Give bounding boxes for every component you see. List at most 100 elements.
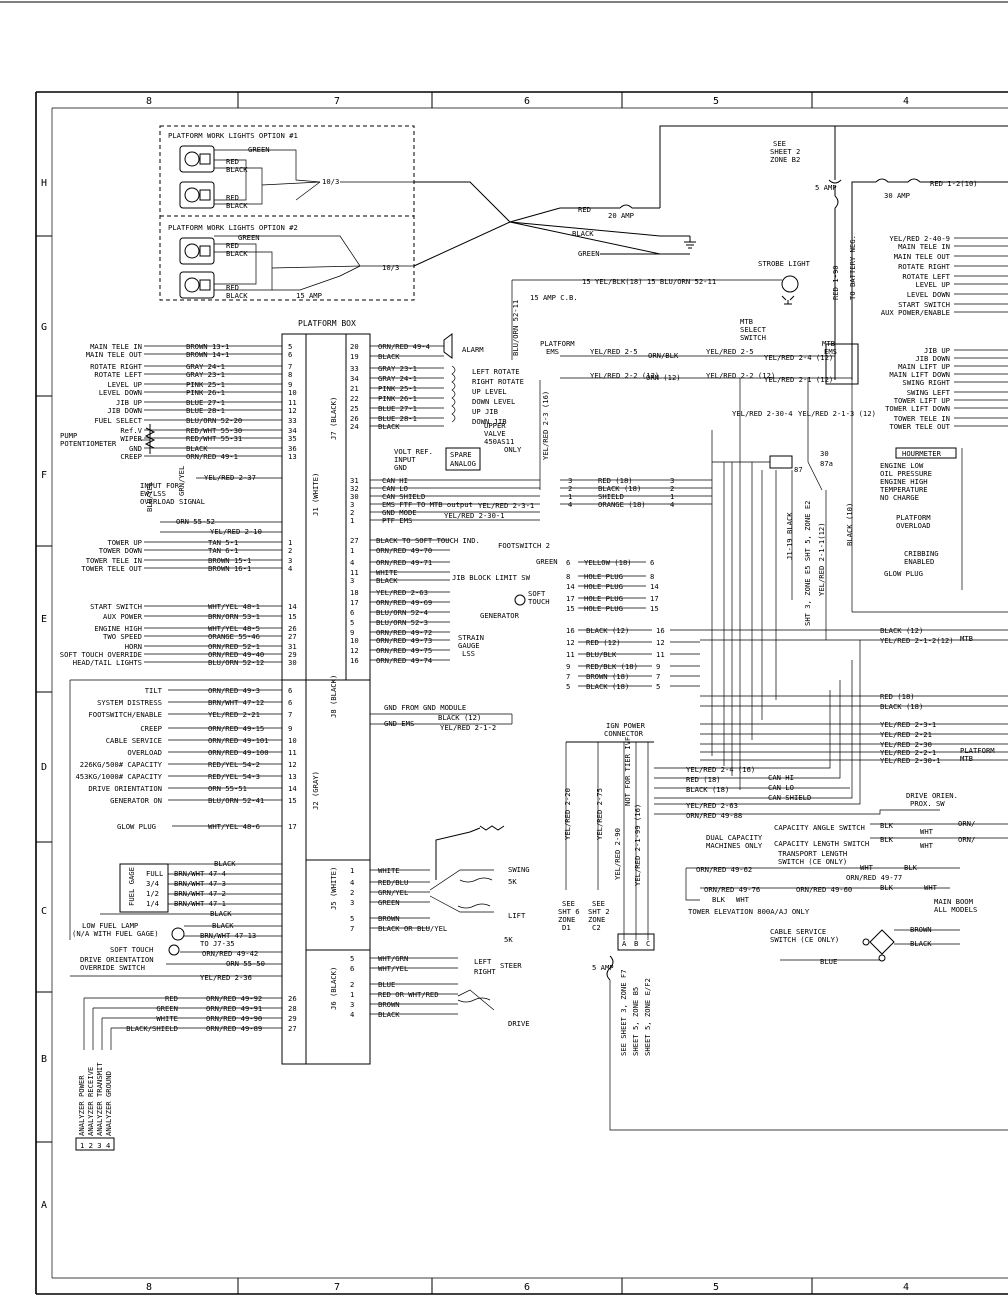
j6-pin: 3: [350, 1000, 354, 1009]
cap-orn-1: ORN/: [958, 819, 975, 828]
work-lights-section: PLATFORM WORK LIGHTS OPTION #1 PLATFORM …: [159, 125, 415, 301]
j1b-fn-label: TOWER DOWN: [99, 546, 142, 555]
j2-fn-label: FOOTSWITCH/ENABLE: [88, 710, 162, 719]
can-signal-label: PTF EMS: [382, 516, 412, 525]
j2-fn-label: CREEP: [140, 724, 162, 733]
j7-wire-label: BLUE 27-1: [378, 404, 417, 413]
j1b-fn-label: SOFT TOUCH OVERRIDE: [60, 650, 142, 659]
j1b-wire-label: BLU/ORN 52-12: [208, 658, 264, 667]
soft-touch-wire: ORN/RED 49-42: [202, 949, 258, 958]
plug-pin-2: 15: [650, 604, 659, 613]
ign-c: C: [646, 939, 650, 948]
bottom-right-wire: YEL/RED 2-30: [880, 740, 932, 749]
j5-pin: 2: [350, 888, 354, 897]
ign-section: IGN POWER CONNECTOR YEL/RED 2-20 YEL/RED…: [558, 640, 1008, 1131]
zone-col-7: 7: [334, 96, 340, 107]
j7-pin-label: 22: [350, 394, 359, 403]
j2-label: J2 (GRAY): [311, 771, 320, 810]
plug-wire: HOLE PLUG: [584, 604, 623, 613]
hm-item-1: ENGINE LOW: [880, 461, 924, 470]
j2-pin-label: 9: [288, 724, 292, 733]
green-label: GREEN: [536, 557, 558, 566]
right-output-label: AUX POWER/ENABLE: [881, 308, 950, 317]
analyzer-pin: 29: [288, 1014, 297, 1023]
j1b-wire-label: WHT/YEL 48-1: [208, 602, 260, 611]
j1-wire-label: BLACK: [186, 444, 208, 453]
main-boom-2: ALL MODELS: [934, 905, 977, 914]
j6-wire: RED OR WHT/RED: [378, 990, 439, 999]
j1b-wire-label: ORANGE 55-46: [208, 632, 260, 641]
j1-pin-label: 36: [288, 444, 297, 453]
cap-orn-2: ORN/: [958, 835, 975, 844]
fuel-14: 1/4: [146, 899, 159, 908]
zone-col-5: 5: [713, 96, 719, 107]
j1b-fn-label: HORN: [125, 642, 142, 651]
fuel-w5: BLACK: [210, 909, 232, 918]
j2-fn-label: OVERLOAD: [127, 748, 162, 757]
cap-transport-2: SWITCH (CE ONLY): [778, 857, 847, 866]
ign-see6-3: ZONE: [558, 915, 575, 924]
j1b-pin-label: 31: [288, 642, 297, 651]
relay-30: 30: [820, 449, 829, 458]
right-output-label: MAIN LIFT UP: [898, 362, 950, 371]
j1-wire-label: BLUE 28-1: [186, 406, 225, 415]
j7-wire-label: ORN/RED 49-4: [378, 342, 430, 351]
j1-pin-label: 8: [288, 370, 292, 379]
j7-wire-label: BLUE 28-1: [378, 414, 417, 423]
main-boom-1: MAIN BOOM: [934, 897, 974, 906]
j1-label: J1 (WHITE): [311, 473, 320, 516]
footswitch-2: FOOTSWITCH 2: [498, 541, 550, 550]
j1-wire-label: BROWN 13-1: [186, 342, 229, 351]
j1-pin-label: 33: [288, 416, 297, 425]
plug-pin-2: 14: [650, 582, 659, 591]
lower-j7-wire: WHITE: [376, 568, 398, 577]
can-right-wire: ORANGE (18): [598, 500, 646, 509]
right-output-label: MAIN TELE OUT: [894, 252, 951, 261]
j2-wire-label: RED/YEL 54-2: [208, 760, 260, 769]
j1-wire-label: GRAY 23-1: [186, 370, 225, 379]
j1-wire-label: BROWN 14-1: [186, 350, 229, 359]
strobe-light-icon: [781, 275, 799, 293]
j1-pin-label: 13: [288, 452, 297, 461]
lower-j7-pin: 9: [350, 628, 354, 637]
joy-swing-k: 5K: [508, 877, 517, 886]
j1-wire-label: ORN/RED 49-1: [186, 452, 238, 461]
cap-wht-5: WHT: [736, 895, 750, 904]
wl-black-3: BLACK: [226, 249, 248, 258]
top-feed: RED 20 AMP BLACK GREEN SEE SHEET 2 ZONE …: [413, 125, 1008, 380]
can-pin-label: 31: [350, 476, 359, 485]
feed-5amp: 5 AMP: [815, 183, 837, 192]
j1-pin-label: 12: [288, 406, 297, 415]
plug-pin: 6: [566, 558, 570, 567]
cap-angle: CAPACITY ANGLE SWITCH: [774, 823, 865, 832]
plug-wire: HOLE PLUG: [584, 572, 623, 581]
ign-w5: ORN/RED 49-88: [686, 811, 742, 820]
grn-yel: GRN/YEL: [177, 466, 186, 496]
alarm-horn-icon: [443, 333, 453, 359]
cap-black: BLACK: [910, 939, 932, 948]
analyzer-wire: WHITE: [156, 1014, 178, 1023]
j8-yel-red: YEL/RED 2-1-2: [440, 723, 496, 732]
bottom-right-wire: YEL/RED 2-30-1: [880, 756, 941, 765]
j1-pin-label: 10: [288, 388, 297, 397]
zone-row-f: F: [41, 470, 47, 481]
j5-label: J5 (WHITE): [329, 867, 338, 910]
wl-black-1: BLACK: [226, 165, 248, 174]
j1b-pin-label: 15: [288, 612, 297, 621]
lower-j7-pin: 18: [350, 588, 359, 597]
relay-87: 87: [794, 465, 803, 474]
hourmeter-section: HOURMETER ENGINE LOW OIL PRESSURE ENGINE…: [880, 447, 963, 590]
j1-wire-label: PINK 25-1: [186, 380, 225, 389]
fuel-w3: BRN/WHT 47-2: [174, 889, 226, 898]
plug-pin: 14: [566, 582, 575, 591]
feed-green: GREEN: [578, 249, 600, 258]
can-right-wire: BLACK (18): [598, 484, 641, 493]
j2-wire-label: RED/YEL 54-3: [208, 772, 260, 781]
j5-wire: BLACK OR BLU/YEL: [378, 924, 447, 933]
analyzer-code: ORN/RED 49-89: [206, 1024, 262, 1033]
j7-pin-label: 19: [350, 352, 359, 361]
lower-j7-pin: 11: [350, 568, 359, 577]
ign-can-shield: CAN SHIELD: [768, 793, 811, 802]
